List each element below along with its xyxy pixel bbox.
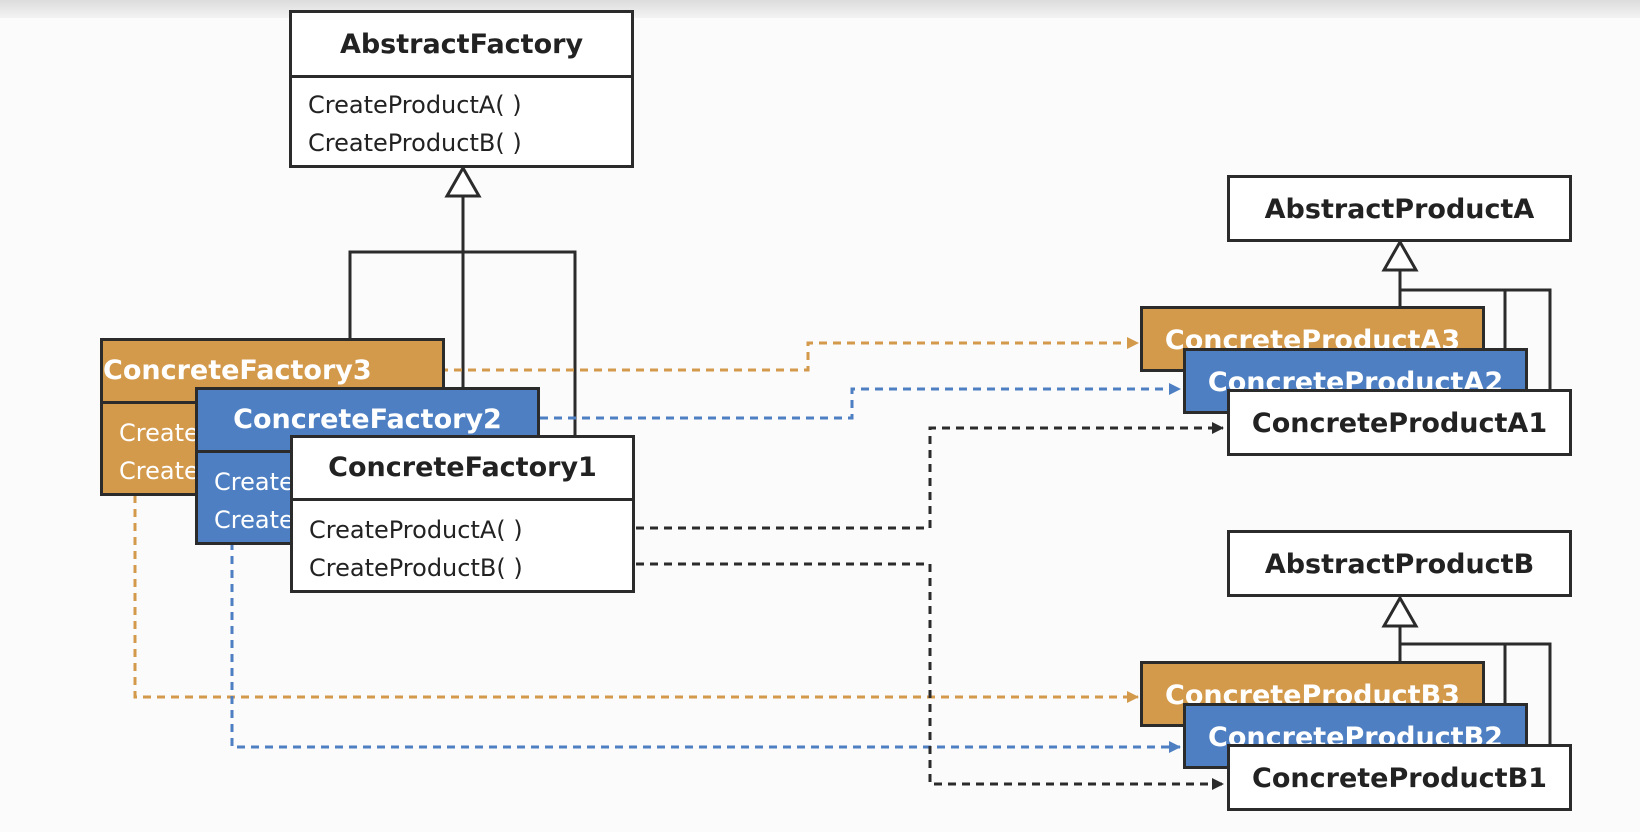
concrete-product-b1-box: ConcreteProductB1 [1227, 744, 1572, 811]
concrete-factory3-method-b: Create [119, 457, 199, 485]
abstract-factory-box: AbstractFactory CreateProductA( ) Create… [289, 10, 634, 168]
abstract-product-a-box: AbstractProductA [1227, 175, 1572, 242]
abstract-factory-method-b: CreateProductB( ) [308, 129, 522, 157]
concrete-factory3-title: ConcreteFactory3 [103, 355, 372, 386]
concrete-product-b1-title: ConcreteProductB1 [1252, 763, 1547, 794]
factory1-to-product-b1-arrow [636, 562, 1224, 790]
abstract-factory-method-a: CreateProductA( ) [308, 91, 522, 119]
concrete-factory3-method-a: Create [119, 419, 199, 447]
product-b-inheritance-arrowhead [1381, 594, 1419, 628]
concrete-product-a1-box: ConcreteProductA1 [1227, 389, 1572, 456]
concrete-factory1-title: ConcreteFactory1 [328, 452, 597, 483]
abstract-product-a-title: AbstractProductA [1264, 194, 1535, 225]
concrete-factory1-method-b: CreateProductB( ) [309, 554, 523, 582]
factory3-to-product-b3-arrow [133, 495, 1139, 703]
concrete-factory1-method-a: CreateProductA( ) [309, 516, 523, 544]
abstract-factory-title: AbstractFactory [339, 29, 584, 60]
factory-inheritance-arrowhead [444, 164, 482, 198]
concrete-product-a1-title: ConcreteProductA1 [1251, 408, 1548, 439]
abstract-product-b-box: AbstractProductB [1227, 530, 1572, 597]
product-a-inheritance-arrowhead [1381, 238, 1419, 272]
concrete-factory2-title: ConcreteFactory2 [233, 404, 502, 435]
concrete-factory1-box: ConcreteFactory1 CreateProductA( ) Creat… [290, 435, 635, 593]
factory3-to-product-a3-arrow [440, 337, 1139, 372]
factory2-to-product-a2-arrow [540, 383, 1181, 420]
product-a-inheritance-lines [1398, 270, 1552, 390]
concrete-factory2-method-a: Create [214, 468, 294, 496]
factory1-to-product-a1-arrow [636, 422, 1224, 530]
product-b-inheritance-lines [1398, 626, 1552, 744]
concrete-factory2-method-b: Create [214, 506, 294, 534]
abstract-product-b-title: AbstractProductB [1264, 549, 1535, 580]
